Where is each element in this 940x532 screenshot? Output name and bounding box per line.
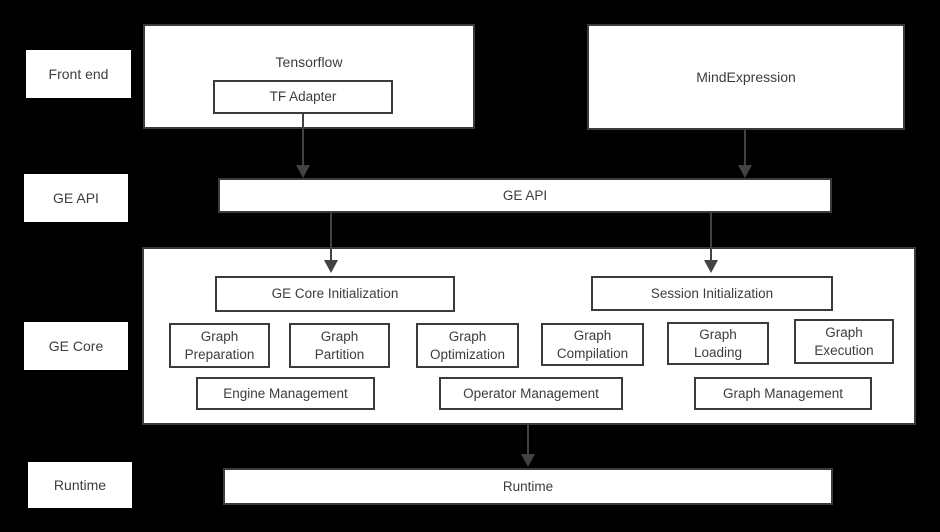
- graph-loading-box: Graph Loading: [667, 322, 769, 365]
- ge-core-initialization-box: GE Core Initialization: [215, 276, 455, 312]
- side-label-runtime: Runtime: [28, 462, 132, 508]
- arrow-shaft: [710, 213, 712, 261]
- ge-core-initialization-label: GE Core Initialization: [271, 286, 399, 302]
- arrow-head-icon: [704, 260, 718, 273]
- graph-execution-box: Graph Execution: [794, 319, 894, 364]
- graph-loading-label: Graph Loading: [693, 326, 743, 360]
- engine-management-label: Engine Management: [223, 385, 348, 401]
- ge-api-label: GE API: [502, 187, 548, 203]
- graph-compilation-box: Graph Compilation: [541, 323, 644, 366]
- graph-partition-box: Graph Partition: [289, 323, 390, 368]
- graph-management-label: Graph Management: [722, 385, 844, 401]
- graph-preparation-label: Graph Preparation: [184, 328, 255, 362]
- arrow-shaft: [330, 213, 332, 261]
- engine-management-box: Engine Management: [196, 377, 375, 410]
- tensorflow-box: Tensorflow TF Adapter: [143, 24, 475, 129]
- tensorflow-title: Tensorflow: [275, 54, 343, 70]
- arrow-tf-adapter-to-ge-api: [296, 114, 310, 178]
- arrow-head-icon: [521, 454, 535, 467]
- arrow-head-icon: [296, 165, 310, 178]
- session-initialization-box: Session Initialization: [591, 276, 833, 311]
- arrow-shaft: [527, 425, 529, 455]
- arrow-shaft: [744, 130, 746, 166]
- session-initialization-label: Session Initialization: [650, 285, 774, 301]
- runtime-bar: Runtime: [223, 468, 833, 505]
- arrow-shaft: [302, 114, 304, 166]
- graph-optimization-label: Graph Optimization: [429, 328, 506, 362]
- arrow-ge-api-to-session-initialization: [704, 213, 718, 273]
- graph-compilation-label: Graph Compilation: [556, 327, 629, 361]
- mindexpression-label: MindExpression: [696, 68, 796, 85]
- tf-adapter-label: TF Adapter: [269, 89, 337, 105]
- side-label-front-end: Front end: [26, 50, 131, 98]
- side-label-ge-api: GE API: [24, 174, 128, 222]
- graph-execution-label: Graph Execution: [814, 324, 874, 358]
- arrow-ge-api-to-ge-core-initialization: [324, 213, 338, 273]
- operator-management-box: Operator Management: [439, 377, 623, 410]
- ge-api-bar: GE API: [218, 178, 832, 213]
- arrow-head-icon: [324, 260, 338, 273]
- arrow-mindexpression-to-ge-api: [738, 130, 752, 178]
- graph-partition-label: Graph Partition: [314, 328, 365, 362]
- graph-preparation-box: Graph Preparation: [169, 323, 270, 368]
- operator-management-label: Operator Management: [463, 385, 599, 401]
- runtime-label: Runtime: [502, 478, 554, 494]
- ge-core-box: GE Core Initialization Session Initializ…: [142, 247, 916, 425]
- arrow-head-icon: [738, 165, 752, 178]
- graph-management-box: Graph Management: [694, 377, 872, 410]
- arrow-ge-core-to-runtime: [521, 425, 535, 467]
- tf-adapter-box: TF Adapter: [213, 80, 393, 114]
- graph-optimization-box: Graph Optimization: [416, 323, 519, 368]
- mindexpression-box: MindExpression: [587, 24, 905, 130]
- side-label-ge-core: GE Core: [24, 322, 128, 370]
